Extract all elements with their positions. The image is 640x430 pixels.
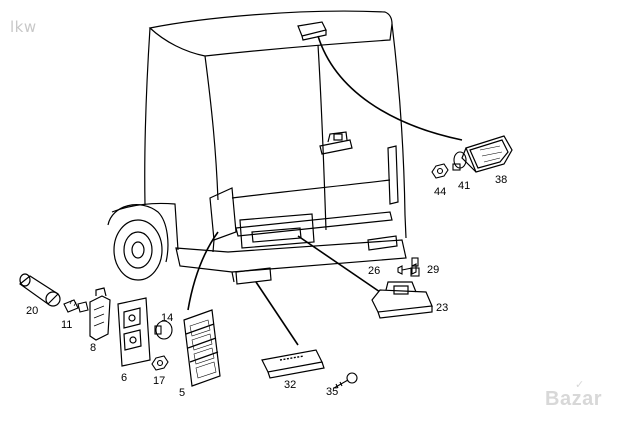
label-41: 41 [458,180,470,192]
label-11: 11 [61,319,72,331]
roof-brake-light [297,21,327,41]
part-17-nut [151,355,169,371]
tail-light-housing [209,187,237,253]
part-41-bulb [452,151,467,171]
part-29-holder [410,257,420,277]
label-32: 32 [284,379,296,391]
brand-logo: Bazar [545,388,602,410]
part-23-plate-lamp [371,281,433,319]
part-11-connector [63,299,89,313]
part-35-screw [333,372,358,389]
bumper-lights [235,235,398,285]
label-38: 38 [495,174,507,186]
part-6-lamp-carrier [117,297,151,367]
part-20-boot [19,273,61,307]
label-14: 14 [161,312,173,324]
part-26-festoon-bulb [397,263,417,275]
label-8: 8 [90,342,96,354]
part-44-nut [431,163,449,179]
part-14-bulb [154,320,173,340]
leader-lines [187,35,463,346]
door-handle [319,131,353,155]
label-17: 17 [153,375,165,387]
label-35: 35 [326,386,338,398]
wheel [107,204,169,281]
label-6: 6 [121,372,127,384]
part-8-plug [89,287,111,341]
door-strip [387,145,399,205]
label-44: 44 [434,186,446,198]
label-20: 20 [26,305,38,317]
part-38-marker-lamp [461,135,513,173]
license-recess [239,213,315,249]
van-body [111,10,407,283]
part-labels: 38 41 44 26 29 23 20 11 8 6 17 14 5 32 3… [26,174,507,399]
checkmark-icon: ✓ [575,378,585,391]
part-32-reflector [261,349,325,379]
label-26: 26 [368,265,380,277]
label-29: 29 [427,264,439,276]
watermark-lkw: lkw [10,18,37,36]
label-23: 23 [436,302,448,314]
label-5: 5 [179,387,185,399]
part-5-tail-lens [183,309,221,387]
